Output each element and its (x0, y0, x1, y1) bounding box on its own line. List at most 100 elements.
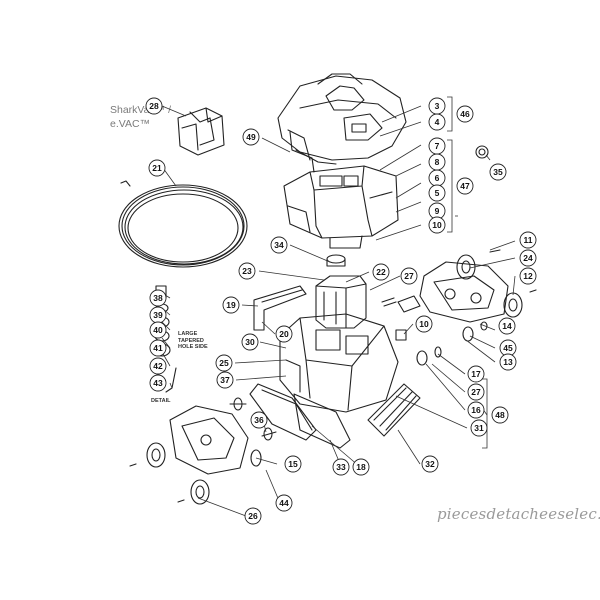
callout-circle (149, 374, 167, 392)
callout-number: 31 (474, 423, 484, 433)
callout-45: 45 (499, 339, 517, 357)
callout-15: 15 (284, 455, 302, 473)
callout-number: 24 (523, 253, 533, 263)
callout-number: 21 (152, 163, 162, 173)
callout-circle (467, 365, 485, 383)
callout-number: 34 (274, 240, 284, 250)
callout-number: 27 (471, 387, 481, 397)
callout-number: 7 (435, 141, 440, 151)
handle-bar (253, 285, 307, 331)
tapered-hole-note-line2: TAPERED (178, 337, 204, 344)
callout-35: 35 (489, 163, 507, 181)
callout-circle (519, 249, 537, 267)
brush-roller (367, 383, 421, 437)
callout-circle (428, 184, 446, 202)
callout-number: 38 (153, 293, 163, 303)
left-wheel-top (146, 442, 166, 468)
callout-number: 35 (493, 167, 503, 177)
callout-41: 41 (149, 339, 167, 357)
callout-circle (456, 177, 474, 195)
callout-number: 22 (376, 267, 386, 277)
callout-circle (470, 419, 488, 437)
callout-circle (149, 357, 167, 375)
callout-number: 20 (279, 329, 289, 339)
callout-circle (275, 325, 293, 343)
callout-8: 8 (428, 153, 446, 171)
callout-6: 6 (428, 169, 446, 187)
handle-insert-part (177, 107, 225, 156)
callout-number: 14 (502, 321, 512, 331)
callout-number: 30 (245, 337, 255, 347)
callout-number: 44 (279, 498, 289, 508)
callout-44: 44 (275, 494, 293, 512)
callout-10: 10 (415, 315, 433, 333)
callout-circle (149, 289, 167, 307)
impeller-part (326, 254, 346, 267)
callout-48: 48 (491, 406, 509, 424)
callout-17: 17 (467, 365, 485, 383)
callout-number: 10 (432, 220, 442, 230)
callout-number: 39 (153, 310, 163, 320)
callout-circle (352, 458, 370, 476)
callout-27: 27 (400, 267, 418, 285)
callout-number: 47 (460, 181, 470, 191)
callout-39: 39 (149, 306, 167, 324)
callout-24: 24 (519, 249, 537, 267)
callout-number: 17 (471, 369, 481, 379)
robot-chassis (279, 313, 399, 413)
callout-number: 5 (435, 188, 440, 198)
callout-36: 36 (250, 411, 268, 429)
callout-16: 16 (467, 401, 485, 419)
callout-number: 36 (254, 415, 264, 425)
callout-circle (467, 383, 485, 401)
callout-10: 10 (428, 216, 446, 234)
callout-21: 21 (148, 159, 166, 177)
leader-lines (159, 105, 516, 517)
callout-43: 43 (149, 374, 167, 392)
power-cord-coil (118, 180, 248, 268)
callout-circle (456, 105, 474, 123)
callout-circle (428, 216, 446, 234)
callout-circle (499, 353, 517, 371)
callout-circle (415, 315, 433, 333)
callout-circle (519, 267, 537, 285)
callout-46: 46 (456, 105, 474, 123)
callout-circle (215, 354, 233, 372)
callout-13: 13 (499, 353, 517, 371)
callout-circle (498, 317, 516, 335)
callout-number: 25 (219, 358, 229, 368)
callout-34: 34 (270, 236, 288, 254)
callout-circle (148, 159, 166, 177)
callout-circle (250, 411, 268, 429)
callout-circle (149, 321, 167, 339)
detail-label: DETAIL (151, 398, 171, 404)
callout-number: 19 (226, 300, 236, 310)
callout-circle (149, 339, 167, 357)
callout-30: 30 (241, 333, 259, 351)
callout-circle (222, 296, 240, 314)
callout-42: 42 (149, 357, 167, 375)
callout-11: 11 (519, 231, 537, 249)
callout-circle (519, 231, 537, 249)
callout-number: 9 (435, 206, 440, 216)
right-wheel-top (456, 254, 476, 280)
callout-3: 3 (428, 97, 446, 115)
filter-basket-assembly (283, 165, 399, 249)
callout-circle (332, 458, 350, 476)
motor-block (315, 275, 367, 329)
callout-number: 3 (435, 101, 440, 111)
callout-number: 18 (356, 462, 366, 472)
callout-5: 5 (428, 184, 446, 202)
callout-38: 38 (149, 289, 167, 307)
callout-14: 14 (498, 317, 516, 335)
callout-31: 31 (470, 419, 488, 437)
tapered-hole-note-line1: LARGE (178, 331, 198, 337)
tapered-hole-note: LARGE TAPERED HOLE SIDE (178, 331, 208, 351)
knob-part (475, 145, 489, 159)
callout-number: 28 (149, 101, 159, 111)
callout-circle (270, 236, 288, 254)
callout-circle (275, 494, 293, 512)
callout-circle (467, 401, 485, 419)
